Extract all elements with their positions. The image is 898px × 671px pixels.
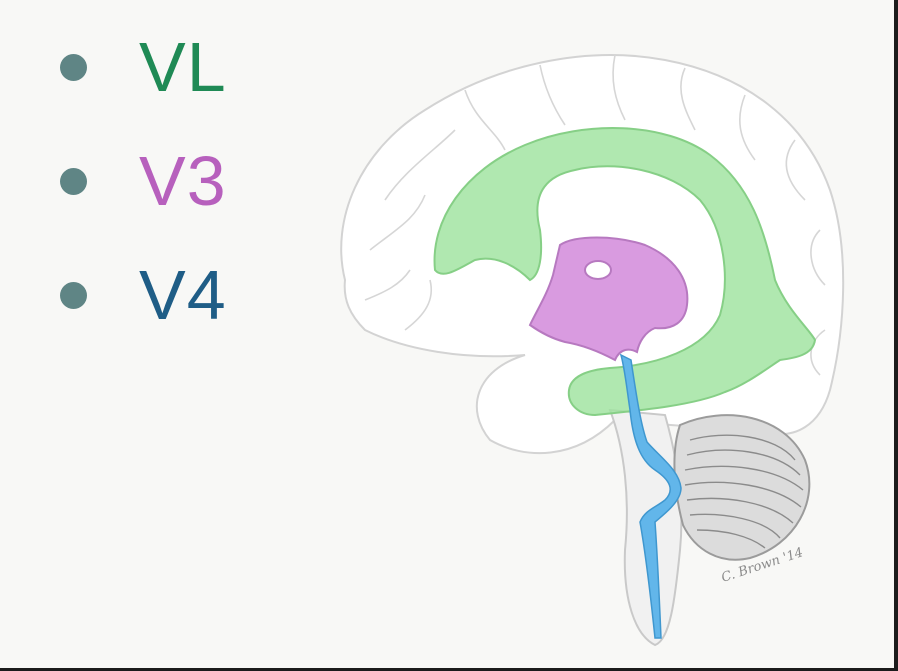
lateral-ventricle [433, 127, 817, 417]
third-ventricle [528, 236, 689, 362]
legend-label-v4: V4 [139, 256, 227, 334]
cerebellum [673, 414, 811, 561]
bullet-dot-icon [60, 281, 87, 309]
brain-sagittal-illustration: C. Brown '14 [340, 54, 845, 647]
bullet-dot-icon [60, 53, 87, 81]
gyri-lines [364, 54, 826, 376]
bullet-dot-icon [60, 167, 87, 195]
fourth-ventricle [619, 353, 682, 639]
legend-item-v3: V3 [60, 142, 227, 220]
legend-label-v3: V3 [139, 142, 227, 220]
window-edge-bottom [0, 668, 898, 671]
window-edge-right [894, 0, 898, 671]
legend-item-v4: V4 [60, 256, 227, 334]
ventricle-legend: VL V3 V4 [60, 28, 227, 370]
interthalamic-adhesion [584, 260, 612, 280]
legend-item-vl: VL [60, 28, 227, 106]
legend-label-vl: VL [139, 28, 227, 106]
